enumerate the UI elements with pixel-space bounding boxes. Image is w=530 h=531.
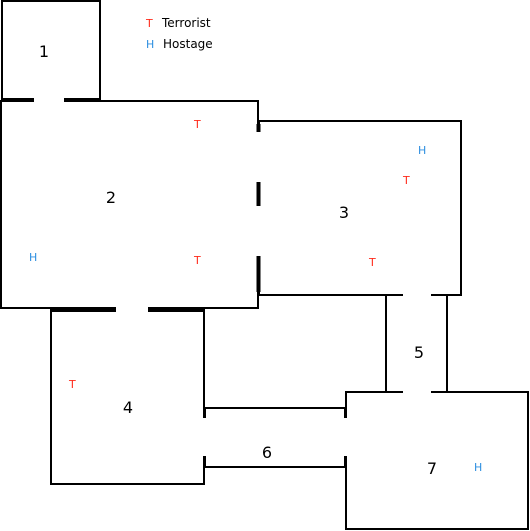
room-4-outline xyxy=(50,309,205,485)
room-3-label: 3 xyxy=(339,203,349,222)
room-labels: 1 2 3 4 5 6 7 xyxy=(39,42,437,478)
room-6-outline xyxy=(204,407,346,468)
terrorist-marker: T xyxy=(368,256,376,269)
room-2-outline xyxy=(0,100,259,309)
room-6-label: 6 xyxy=(262,443,272,462)
room-1-label: 1 xyxy=(39,42,49,61)
hostage-marker: H xyxy=(474,461,482,474)
hostage-marker: H xyxy=(29,251,37,264)
legend-terrorist-label: Terrorist xyxy=(161,16,211,30)
room-3-outline xyxy=(258,120,462,296)
room-7-label: 7 xyxy=(427,459,437,478)
door-jambs xyxy=(2,98,261,312)
terrorist-marker: T xyxy=(193,254,201,267)
occupant-markers: T T H H T T T H xyxy=(29,118,482,474)
room-7-outline xyxy=(345,391,529,530)
doorways xyxy=(34,98,431,456)
room-4-label: 4 xyxy=(123,398,133,417)
legend-hostage-symbol: H xyxy=(146,38,154,51)
legend-hostage-label: Hostage xyxy=(163,37,213,51)
terrorist-marker: T xyxy=(402,174,410,187)
room-2-label: 2 xyxy=(106,188,116,207)
legend-terrorist-symbol: T xyxy=(145,17,153,30)
terrorist-marker: T xyxy=(193,118,201,131)
room-1-outline xyxy=(1,0,101,101)
hostage-marker: H xyxy=(418,144,426,157)
room-5-label: 5 xyxy=(414,343,424,362)
terrorist-marker: T xyxy=(68,378,76,391)
legend: T Terrorist H Hostage xyxy=(145,16,213,51)
